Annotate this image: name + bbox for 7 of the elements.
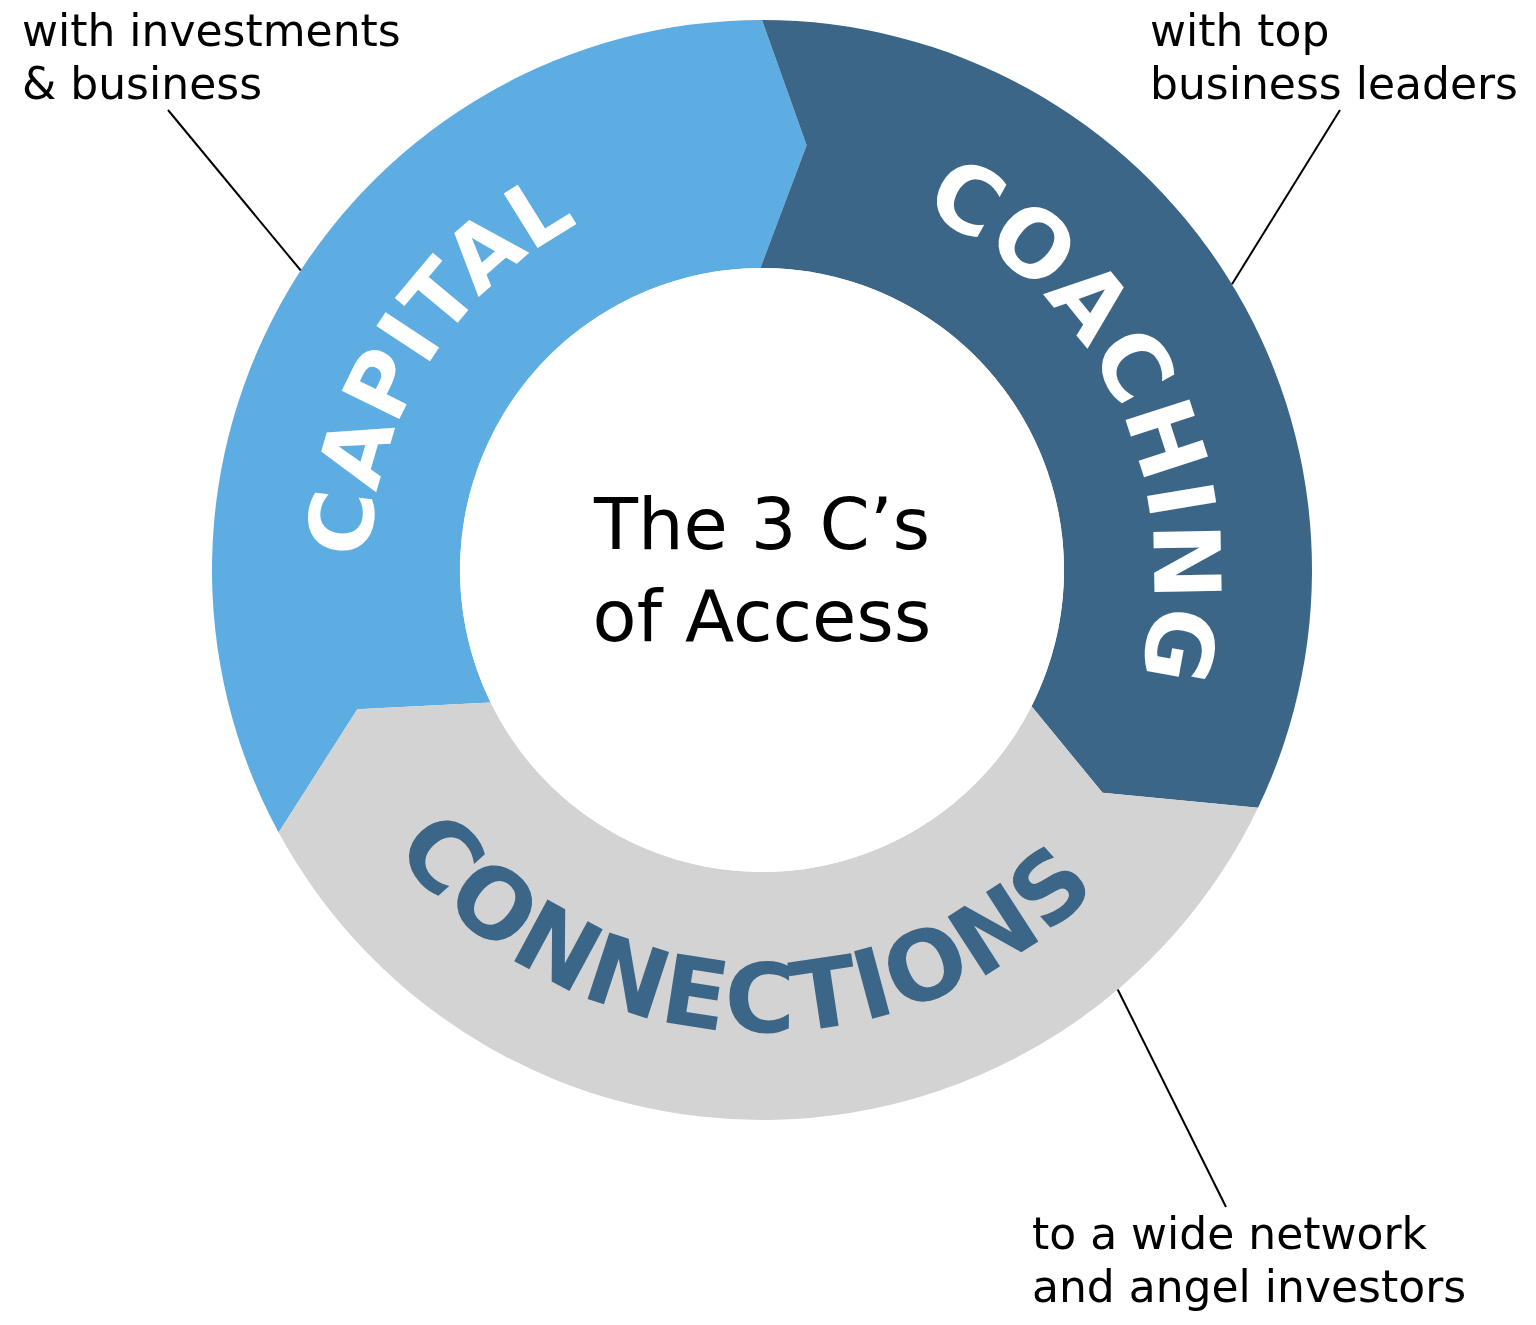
annotation-text: with top business leaders [1150,4,1527,110]
leader-line [167,109,302,272]
center-title: The 3 C’s of Access [591,481,933,660]
annotation-text: with investments & business [22,4,422,110]
leader-line [1230,109,1341,286]
annotation-text: to a wide network and angel investors [1032,1207,1482,1313]
leader-line [1116,988,1227,1208]
